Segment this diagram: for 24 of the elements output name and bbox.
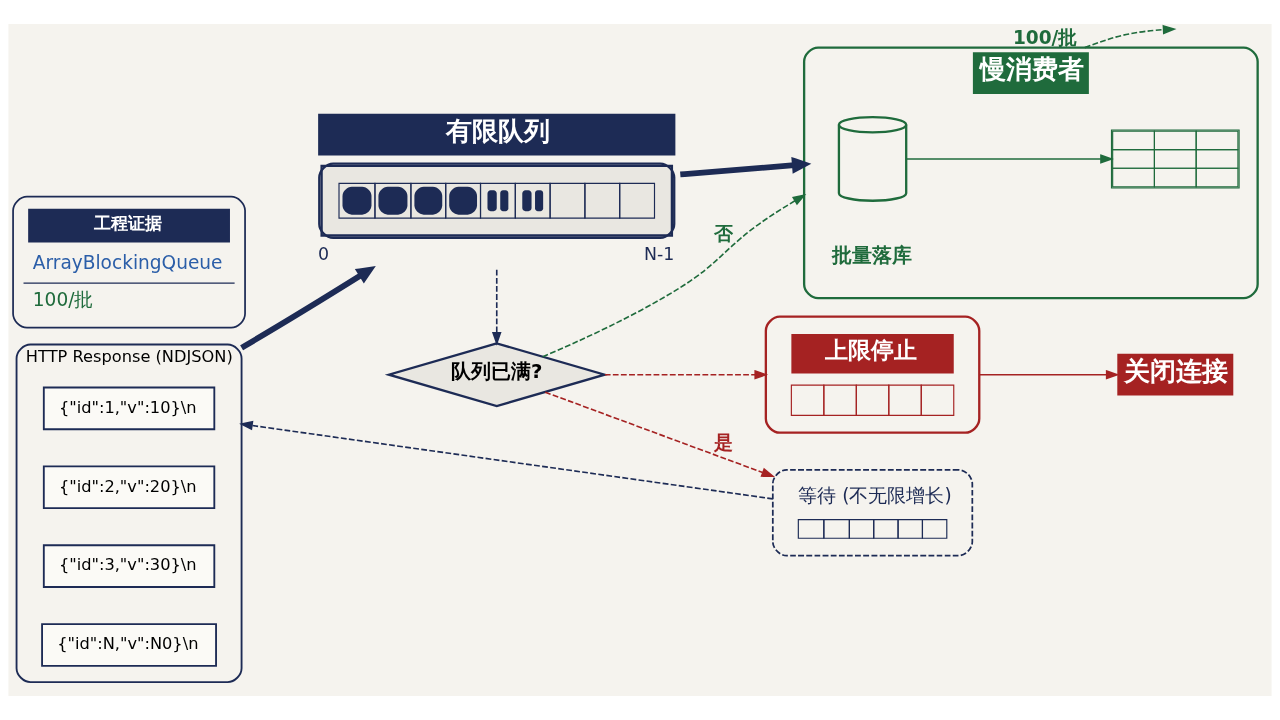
node-box: {"id":3,"v":30}\n xyxy=(42,544,216,588)
node-box: {"id":N,"v":N0}\n xyxy=(41,623,217,667)
arrow xyxy=(491,268,502,346)
arrow xyxy=(680,156,812,178)
arrow xyxy=(604,369,769,380)
arrow xyxy=(240,266,376,351)
arrow xyxy=(542,194,807,358)
node-box: {"id":1,"v":10}\n xyxy=(42,386,216,431)
node-label: N-1 xyxy=(644,243,675,264)
node-box: 等待 (不无限增长) xyxy=(771,468,974,557)
node-label: 0 xyxy=(318,243,330,264)
node-box: 工程证据 ArrayBlockingQueue 100/批 xyxy=(12,195,246,329)
edge-label: 100/批 xyxy=(1012,26,1078,48)
arrow xyxy=(1084,24,1177,49)
node-box: 关闭连接 xyxy=(1117,353,1234,396)
node-box: {"id":2,"v":20}\n xyxy=(42,465,216,510)
arrow xyxy=(905,154,1114,164)
edge-label: 否 xyxy=(713,222,733,244)
edge-label: 是 xyxy=(713,431,733,453)
cluster: 慢消费者 批量落库 xyxy=(802,46,1259,300)
arrow xyxy=(978,369,1120,380)
arrow xyxy=(239,420,774,500)
arrow xyxy=(544,391,776,478)
node-box: 上限停止 xyxy=(764,315,981,434)
